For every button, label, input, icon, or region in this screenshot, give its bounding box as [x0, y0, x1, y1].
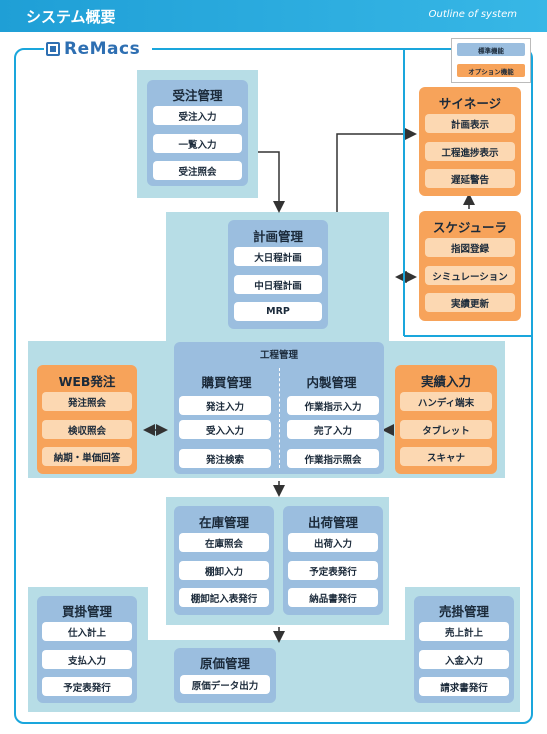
kaikake-item-2[interactable]: 支払入力 [42, 650, 132, 669]
signage-item-2[interactable]: 工程進捗表示 [425, 142, 515, 161]
naisei-item-2[interactable]: 完了入力 [287, 420, 379, 439]
shukka-item-2[interactable]: 予定表発行 [288, 561, 378, 580]
legend: 標準機能 オプション機能 [451, 38, 531, 83]
jisseki-item-1[interactable]: ハンディ端末 [400, 392, 492, 411]
urikake-item-1[interactable]: 売上計上 [419, 622, 509, 641]
shukka-item-3[interactable]: 納品書発行 [288, 588, 378, 607]
scheduler-panel: スケジューラ 指図登録 シミュレーション 実績更新 [419, 211, 521, 321]
signage-title: サイネージ [438, 96, 502, 111]
shukka-panel: 出荷管理 出荷入力 予定表発行 納品書発行 [283, 506, 383, 615]
scheduler-item-1[interactable]: 指図登録 [425, 238, 515, 257]
urikake-item-2[interactable]: 入金入力 [419, 650, 509, 669]
web-title: WEB発注 [58, 374, 116, 389]
remacs-logo-text: ReMacs [64, 39, 141, 59]
koutei-divider [279, 368, 280, 468]
zaiko-panel: 在庫管理 在庫照会 棚卸入力 棚卸記入表発行 [174, 506, 274, 615]
keikaku-title: 計画管理 [252, 229, 303, 244]
header-title: システム概要 [26, 8, 116, 26]
kobai-item-3[interactable]: 発注検索 [179, 449, 271, 468]
web-item-2[interactable]: 検収照会 [42, 420, 132, 439]
naisei-title: 内製管理 [306, 375, 357, 390]
juchu-item-3[interactable]: 受注照会 [153, 161, 242, 180]
legend-option: オプション機能 [457, 64, 525, 77]
genka-title: 原価管理 [199, 656, 250, 671]
zaiko-item-2[interactable]: 棚卸入力 [179, 561, 269, 580]
zaiko-item-1[interactable]: 在庫照会 [179, 533, 269, 552]
keikaku-item-2[interactable]: 中日程計画 [234, 275, 322, 294]
jisseki-item-3[interactable]: スキャナ [400, 447, 492, 466]
scheduler-title: スケジューラ [432, 220, 508, 235]
kaikake-item-3[interactable]: 予定表発行 [42, 677, 132, 696]
remacs-logo: ReMacs [44, 39, 152, 59]
web-item-3[interactable]: 納期・単価回答 [42, 447, 132, 466]
scheduler-item-3[interactable]: 実績更新 [425, 293, 515, 312]
keikaku-item-3[interactable]: MRP [234, 302, 322, 321]
web-panel: WEB発注 発注照会 検収照会 納期・単価回答 [37, 365, 137, 474]
shukka-title: 出荷管理 [307, 515, 358, 530]
juchu-panel: 受注管理 受注入力 一覧入力 受注照会 [147, 80, 248, 186]
urikake-panel: 売掛管理 売上計上 入金入力 請求書発行 [414, 596, 514, 703]
shukka-item-1[interactable]: 出荷入力 [288, 533, 378, 552]
web-item-1[interactable]: 発注照会 [42, 392, 132, 411]
zaiko-title: 在庫管理 [198, 515, 249, 530]
system-frame [14, 48, 533, 724]
urikake-item-3[interactable]: 請求書発行 [419, 677, 509, 696]
juchu-item-2[interactable]: 一覧入力 [153, 134, 242, 153]
naisei-item-1[interactable]: 作業指示入力 [287, 396, 379, 415]
signage-item-3[interactable]: 遅延警告 [425, 169, 515, 188]
koutei-panel: 工程管理 購買管理 内製管理 発注入力 受入入力 発注検索 作業指示入力 完了入… [174, 342, 384, 474]
kaikake-item-1[interactable]: 仕入計上 [42, 622, 132, 641]
legend-standard: 標準機能 [457, 43, 525, 56]
jisseki-panel: 実績入力 ハンディ端末 タブレット スキャナ [395, 365, 497, 474]
genka-panel: 原価管理 原価データ出力 [174, 648, 276, 703]
scheduler-item-2[interactable]: シミュレーション [425, 266, 515, 285]
juchu-item-1[interactable]: 受注入力 [153, 106, 242, 125]
genka-item-1[interactable]: 原価データ出力 [180, 675, 270, 694]
kobai-item-1[interactable]: 発注入力 [179, 396, 271, 415]
jisseki-item-2[interactable]: タブレット [400, 420, 492, 439]
keikaku-panel: 計画管理 大日程計画 中日程計画 MRP [228, 220, 328, 329]
kobai-title: 購買管理 [201, 375, 252, 390]
kobai-item-2[interactable]: 受入入力 [179, 420, 271, 439]
remacs-logo-icon [46, 42, 60, 56]
juchu-title: 受注管理 [172, 88, 223, 103]
koutei-title: 工程管理 [259, 350, 298, 361]
naisei-item-3[interactable]: 作業指示照会 [287, 449, 379, 468]
signage-item-1[interactable]: 計画表示 [425, 114, 515, 133]
kaikake-panel: 買掛管理 仕入計上 支払入力 予定表発行 [37, 596, 137, 703]
zaiko-item-3[interactable]: 棚卸記入表発行 [179, 588, 269, 607]
kaikake-title: 買掛管理 [61, 604, 112, 619]
header-subtitle: Outline of system [428, 9, 517, 20]
jisseki-title: 実績入力 [420, 374, 471, 389]
keikaku-item-1[interactable]: 大日程計画 [234, 247, 322, 266]
signage-panel: サイネージ 計画表示 工程進捗表示 遅延警告 [419, 87, 521, 196]
urikake-title: 売掛管理 [438, 604, 489, 619]
header-bar: システム概要 Outline of system [0, 0, 547, 32]
